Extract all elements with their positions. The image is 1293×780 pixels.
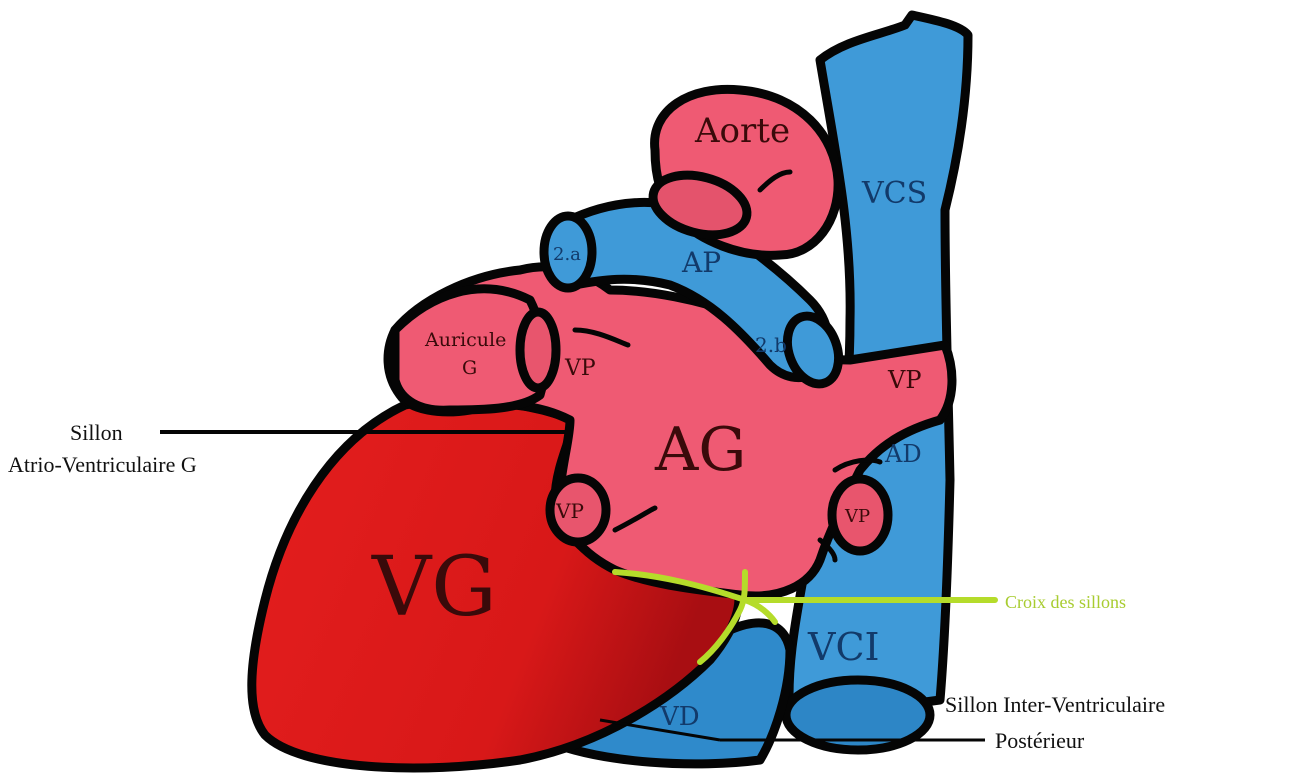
annotation-sillon-av-2: Atrio-Ventriculaire G	[8, 452, 197, 477]
label-auricule-g: G	[462, 357, 477, 379]
label-2b: 2.b	[755, 333, 787, 357]
label-vcs: VCS	[861, 176, 927, 211]
annotation-sillon-iv-1: Sillon Inter-Ventriculaire	[945, 692, 1165, 717]
annotation-sillon-iv-2: Postérieur	[995, 728, 1085, 753]
label-aorte: Aorte	[694, 111, 790, 151]
label-vp-right-top: VP	[887, 366, 921, 394]
label-vp-left-top: VP	[564, 356, 596, 381]
label-vd: VD	[659, 702, 700, 732]
label-auricule: Auricule	[424, 329, 506, 351]
vp-left-top-opening	[520, 312, 556, 388]
annotation-croix: Croix des sillons	[1005, 592, 1126, 612]
annotation-sillon-av-1: Sillon	[70, 420, 123, 445]
label-ad: AD	[884, 440, 922, 468]
label-vp-right-bottom: VP	[844, 506, 870, 527]
label-ag: AG	[654, 415, 746, 485]
label-2a: 2.a	[553, 244, 581, 265]
label-vci: VCI	[807, 625, 880, 669]
label-ap: AP	[681, 246, 721, 279]
label-vp-left-bottom: VP	[555, 499, 584, 523]
label-vg: VG	[371, 540, 497, 635]
